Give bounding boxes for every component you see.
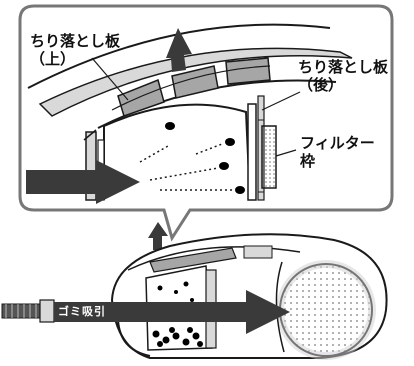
- housing-band: [38, 47, 353, 117]
- right-arrow-icon: [54, 290, 290, 334]
- rear-plate-label: ちり落とし板 （後）: [298, 60, 388, 93]
- leader-rear-plate: [261, 91, 301, 111]
- rear-plate-label-line1: ちり落とし板: [298, 58, 389, 76]
- right-arrow-icon: [26, 160, 140, 204]
- up-arrow-icon: [148, 222, 168, 250]
- rear-plate-label-line2: （後）: [298, 76, 344, 94]
- leader-upper-plate: [91, 57, 129, 101]
- hose: [1, 299, 55, 323]
- filter-frame-label-line2: 枠: [300, 152, 316, 170]
- filter-frame: [257, 119, 277, 193]
- filter-frame-label-line1: フィルター: [300, 134, 375, 152]
- upper-dust-plate: [111, 57, 271, 117]
- upper-plate-label: ちり落とし板 （上）: [30, 34, 120, 67]
- dust-particles: [139, 122, 245, 194]
- leader-filter-frame: [275, 149, 297, 157]
- upper-plate-label-line1: ちり落とし板: [30, 32, 121, 50]
- up-arrow-icon: [166, 28, 192, 72]
- filter-frame-label: フィルター 枠: [300, 136, 375, 169]
- dust-cluster: [152, 281, 203, 347]
- suction-label: ゴミ吸引: [58, 305, 106, 318]
- upper-plate-label-line2: （上）: [30, 50, 76, 68]
